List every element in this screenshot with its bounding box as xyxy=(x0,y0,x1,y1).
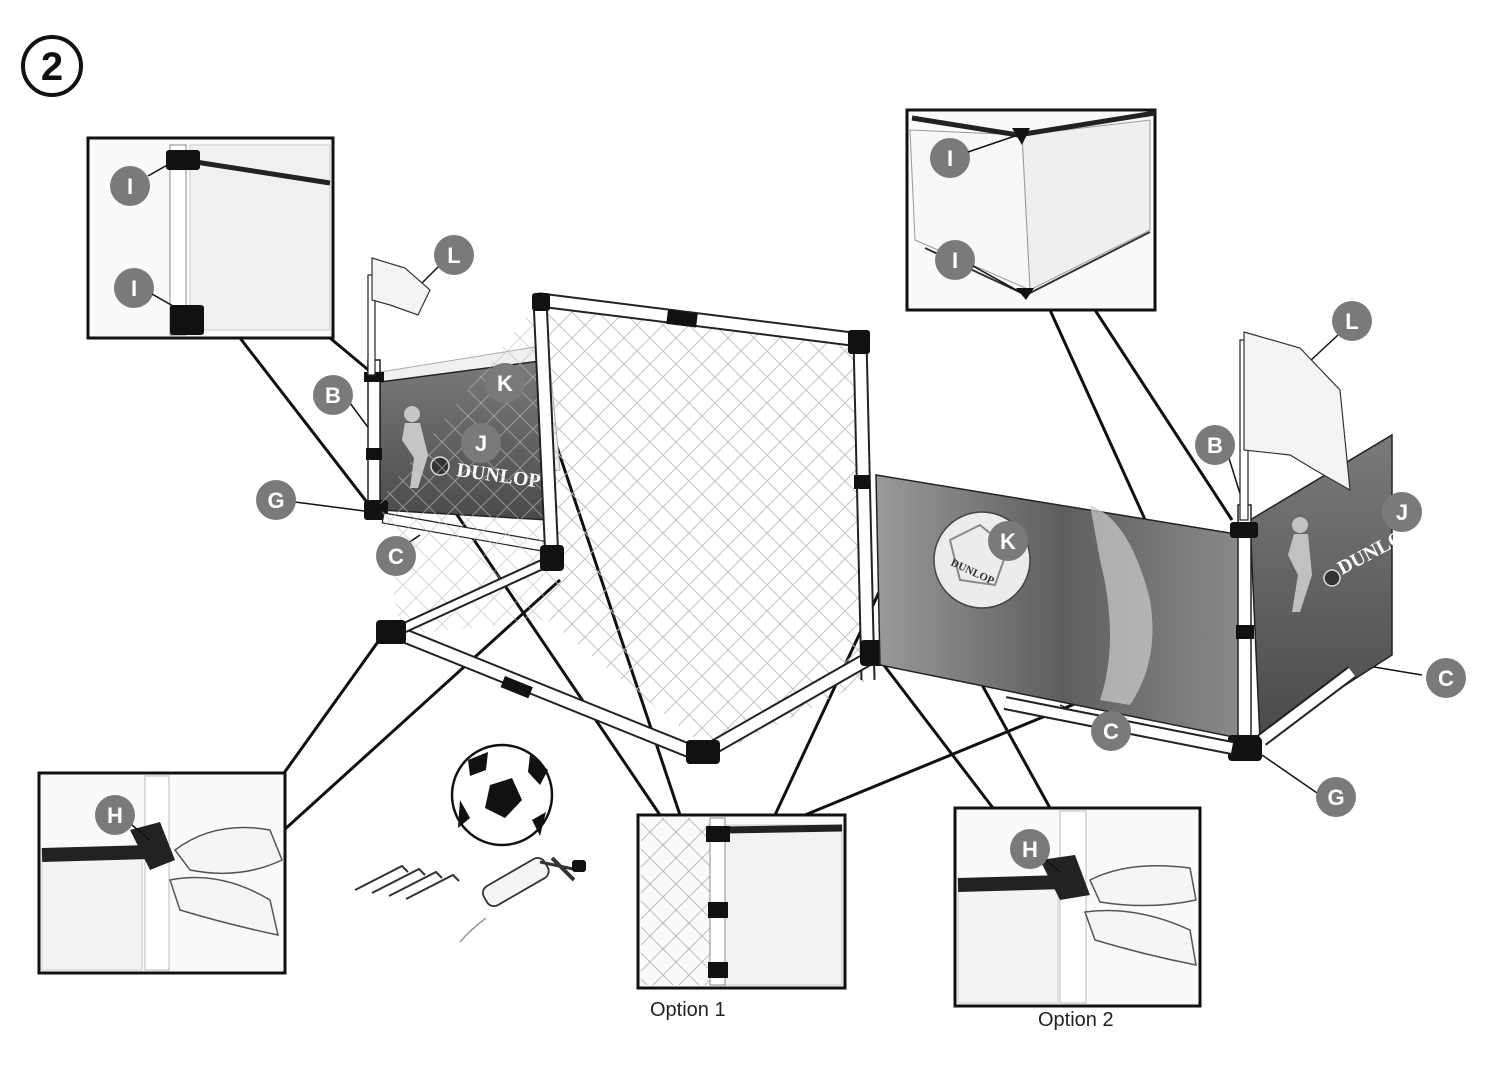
inset-option1 xyxy=(636,813,847,990)
callout-B-left: B xyxy=(313,375,353,415)
callout-B-left-text: B xyxy=(325,383,341,408)
soccer-ball xyxy=(450,743,554,847)
callout-K-right-text: K xyxy=(1000,529,1016,554)
callout-K-left-text: K xyxy=(497,371,513,396)
step-badge: 2 xyxy=(21,35,83,97)
callout-G-right-text: G xyxy=(1327,785,1344,810)
ground-pegs xyxy=(354,864,460,900)
callout-markers: L B K J G C I I I I L B J K xyxy=(95,135,1466,873)
callout-B-right: B xyxy=(1195,425,1235,465)
callout-K-left: K xyxy=(485,363,525,403)
step-number: 2 xyxy=(41,45,63,89)
callout-G-left-text: G xyxy=(267,488,284,513)
callout-L-left: L xyxy=(434,235,474,275)
air-pump xyxy=(459,856,586,943)
callout-I-inset2-top: I xyxy=(930,138,970,178)
callout-I-inset1-bottom-text: I xyxy=(131,276,137,301)
inset-option2 xyxy=(953,806,1202,1008)
callout-K-right: K xyxy=(988,521,1028,561)
caption-option-2: Option 2 xyxy=(1038,1009,1114,1031)
callout-J-left: J xyxy=(461,423,501,463)
inset-bottom-left xyxy=(37,771,287,975)
callout-G-right: G xyxy=(1316,777,1356,817)
right-side-panel: DUNLOP DUNLOP xyxy=(875,331,1419,761)
callout-G-left: G xyxy=(256,480,296,520)
callout-L-left-text: L xyxy=(447,243,460,268)
callout-C-right2-text: C xyxy=(1103,719,1119,744)
callout-I-inset1-top-text: I xyxy=(127,174,133,199)
callout-C-right1-text: C xyxy=(1438,666,1454,691)
callout-C-right2: C xyxy=(1091,711,1131,751)
callout-H-inset-right-text: H xyxy=(1022,837,1038,862)
callout-J-right-text: J xyxy=(1396,500,1408,525)
callout-H-inset-right: H xyxy=(1010,829,1050,869)
callout-I-inset2-bottom: I xyxy=(935,240,975,280)
callout-L-right-text: L xyxy=(1345,309,1358,334)
callout-I-inset1-bottom: I xyxy=(114,268,154,308)
callout-J-left-text: J xyxy=(475,431,487,456)
callout-C-right1: C xyxy=(1426,658,1466,698)
callout-B-right-text: B xyxy=(1207,433,1223,458)
callout-I-inset2-top-text: I xyxy=(947,146,953,171)
callout-H-inset-left: H xyxy=(95,795,135,835)
callout-H-inset-left-text: H xyxy=(107,803,123,828)
callout-C-left: C xyxy=(376,536,416,576)
callout-I-inset2-bottom-text: I xyxy=(952,248,958,273)
callout-I-inset1-top: I xyxy=(110,166,150,206)
callout-L-right: L xyxy=(1332,301,1372,341)
callout-C-left-text: C xyxy=(388,544,404,569)
caption-option-1: Option 1 xyxy=(650,999,726,1021)
callout-J-right: J xyxy=(1382,492,1422,532)
